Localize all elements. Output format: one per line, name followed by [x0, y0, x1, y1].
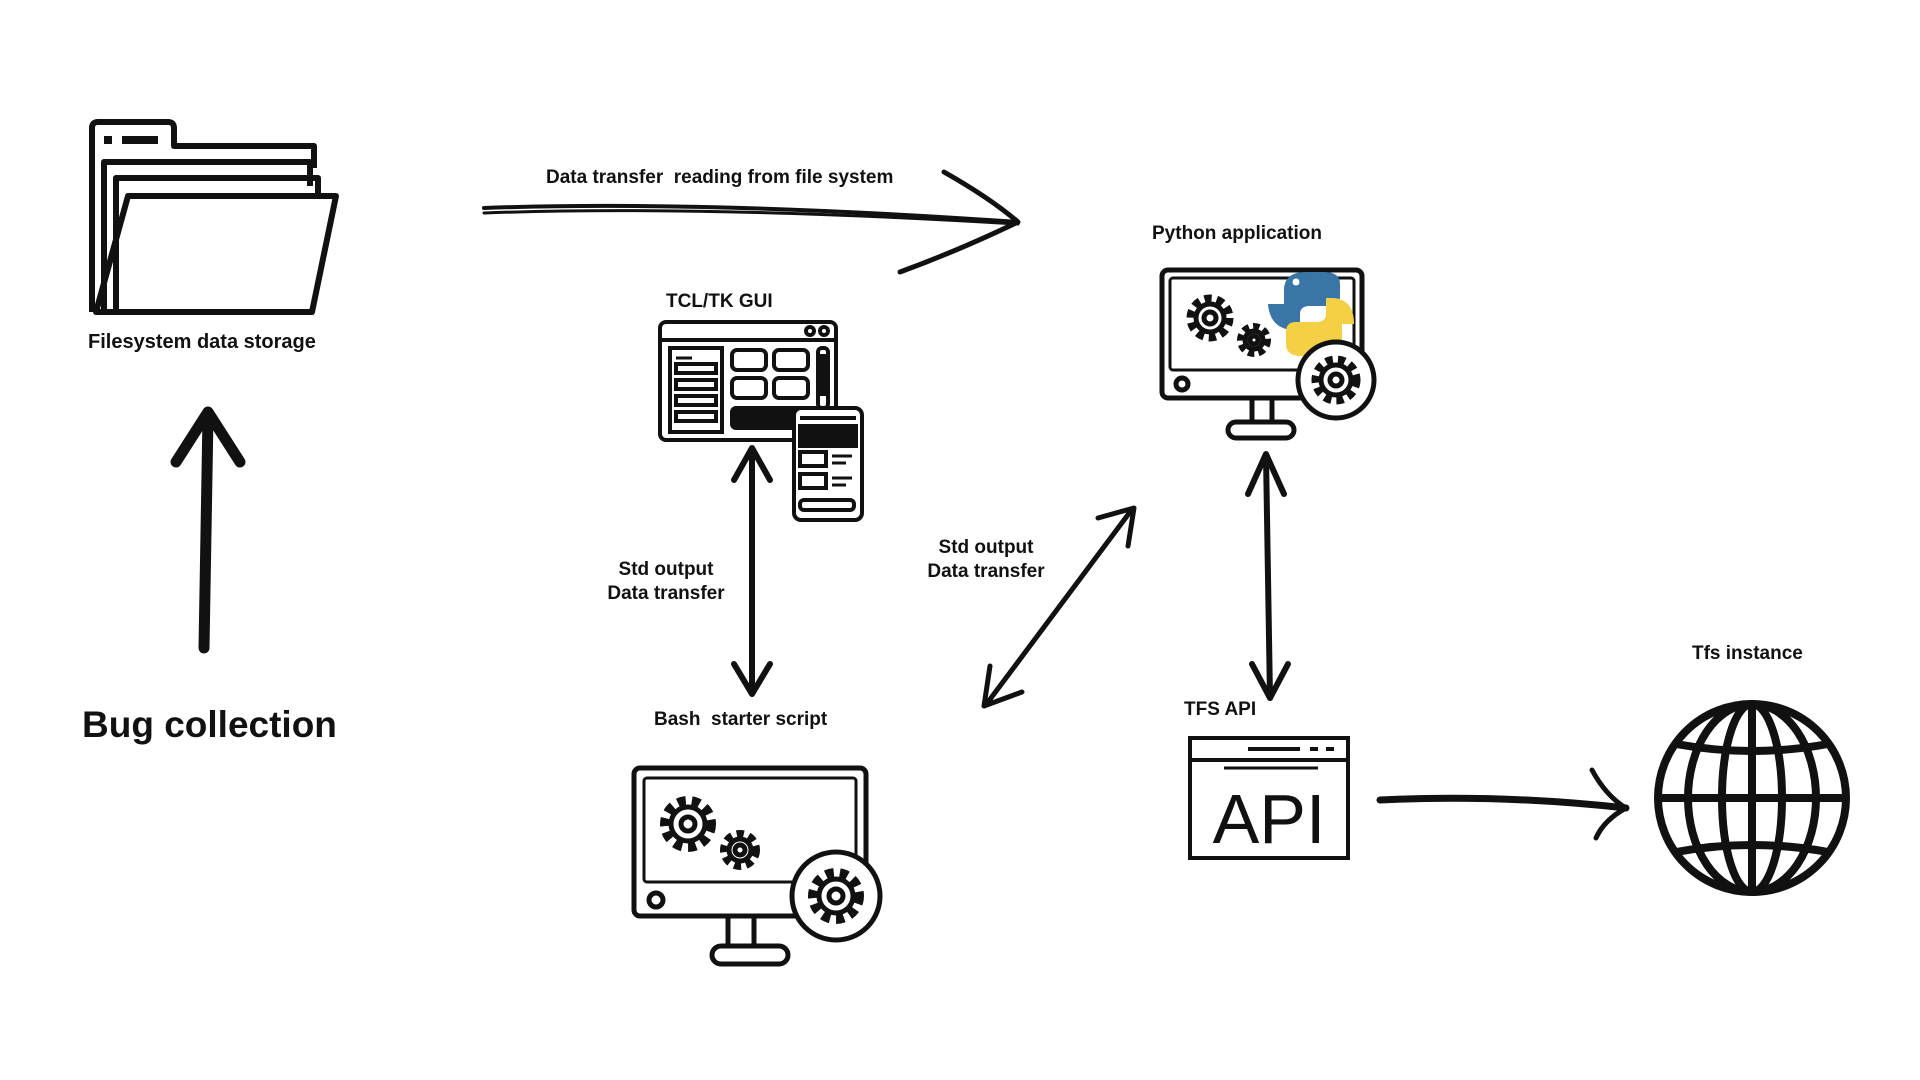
arrow-bash-python — [981, 505, 1137, 709]
settings-badge-icon — [789, 849, 883, 943]
python-app-label: Python application — [1152, 223, 1322, 244]
bug-collection-arrow — [170, 406, 246, 654]
diagram-title: Bug collection — [82, 704, 337, 745]
fs-to-python-label: Data transfer reading from file system — [546, 167, 894, 188]
bash-monitor-icon — [631, 765, 869, 967]
bash-python-edge-label: Std output Data transfer — [920, 536, 1052, 584]
arrow-fs-to-python — [482, 169, 1021, 275]
gui-bash-edge-line1: Std output — [618, 559, 714, 580]
api-window-icon — [1188, 736, 1350, 860]
gui-bash-edge-label: Std output Data transfer — [600, 558, 732, 606]
arrow-python-api — [1245, 451, 1291, 701]
gui-bash-edge-line2: Data transfer — [607, 582, 725, 604]
arrow-gui-bash — [731, 445, 773, 697]
folder-icon — [89, 119, 339, 315]
bash-python-edge-line1: Std output — [938, 537, 1034, 558]
phone-icon — [792, 406, 864, 522]
arrow-api-to-tfs — [1376, 767, 1630, 841]
gear-icon — [1186, 294, 1271, 357]
bash-script-label: Bash starter script — [654, 709, 828, 730]
gui-window-icon — [658, 320, 838, 442]
globe-icon — [1654, 700, 1850, 896]
tfs-instance-label: Tfs instance — [1692, 643, 1803, 664]
tfs-api-label: TFS API — [1184, 699, 1257, 720]
tcl-gui-label: TCL/TK GUI — [666, 291, 773, 312]
settings-badge-icon — [1295, 339, 1377, 421]
bash-python-edge-line2: Data transfer — [927, 560, 1045, 582]
gear-icon — [660, 796, 760, 870]
api-icon-text: API — [1213, 780, 1326, 858]
filesystem-label: Filesystem data storage — [88, 331, 316, 353]
